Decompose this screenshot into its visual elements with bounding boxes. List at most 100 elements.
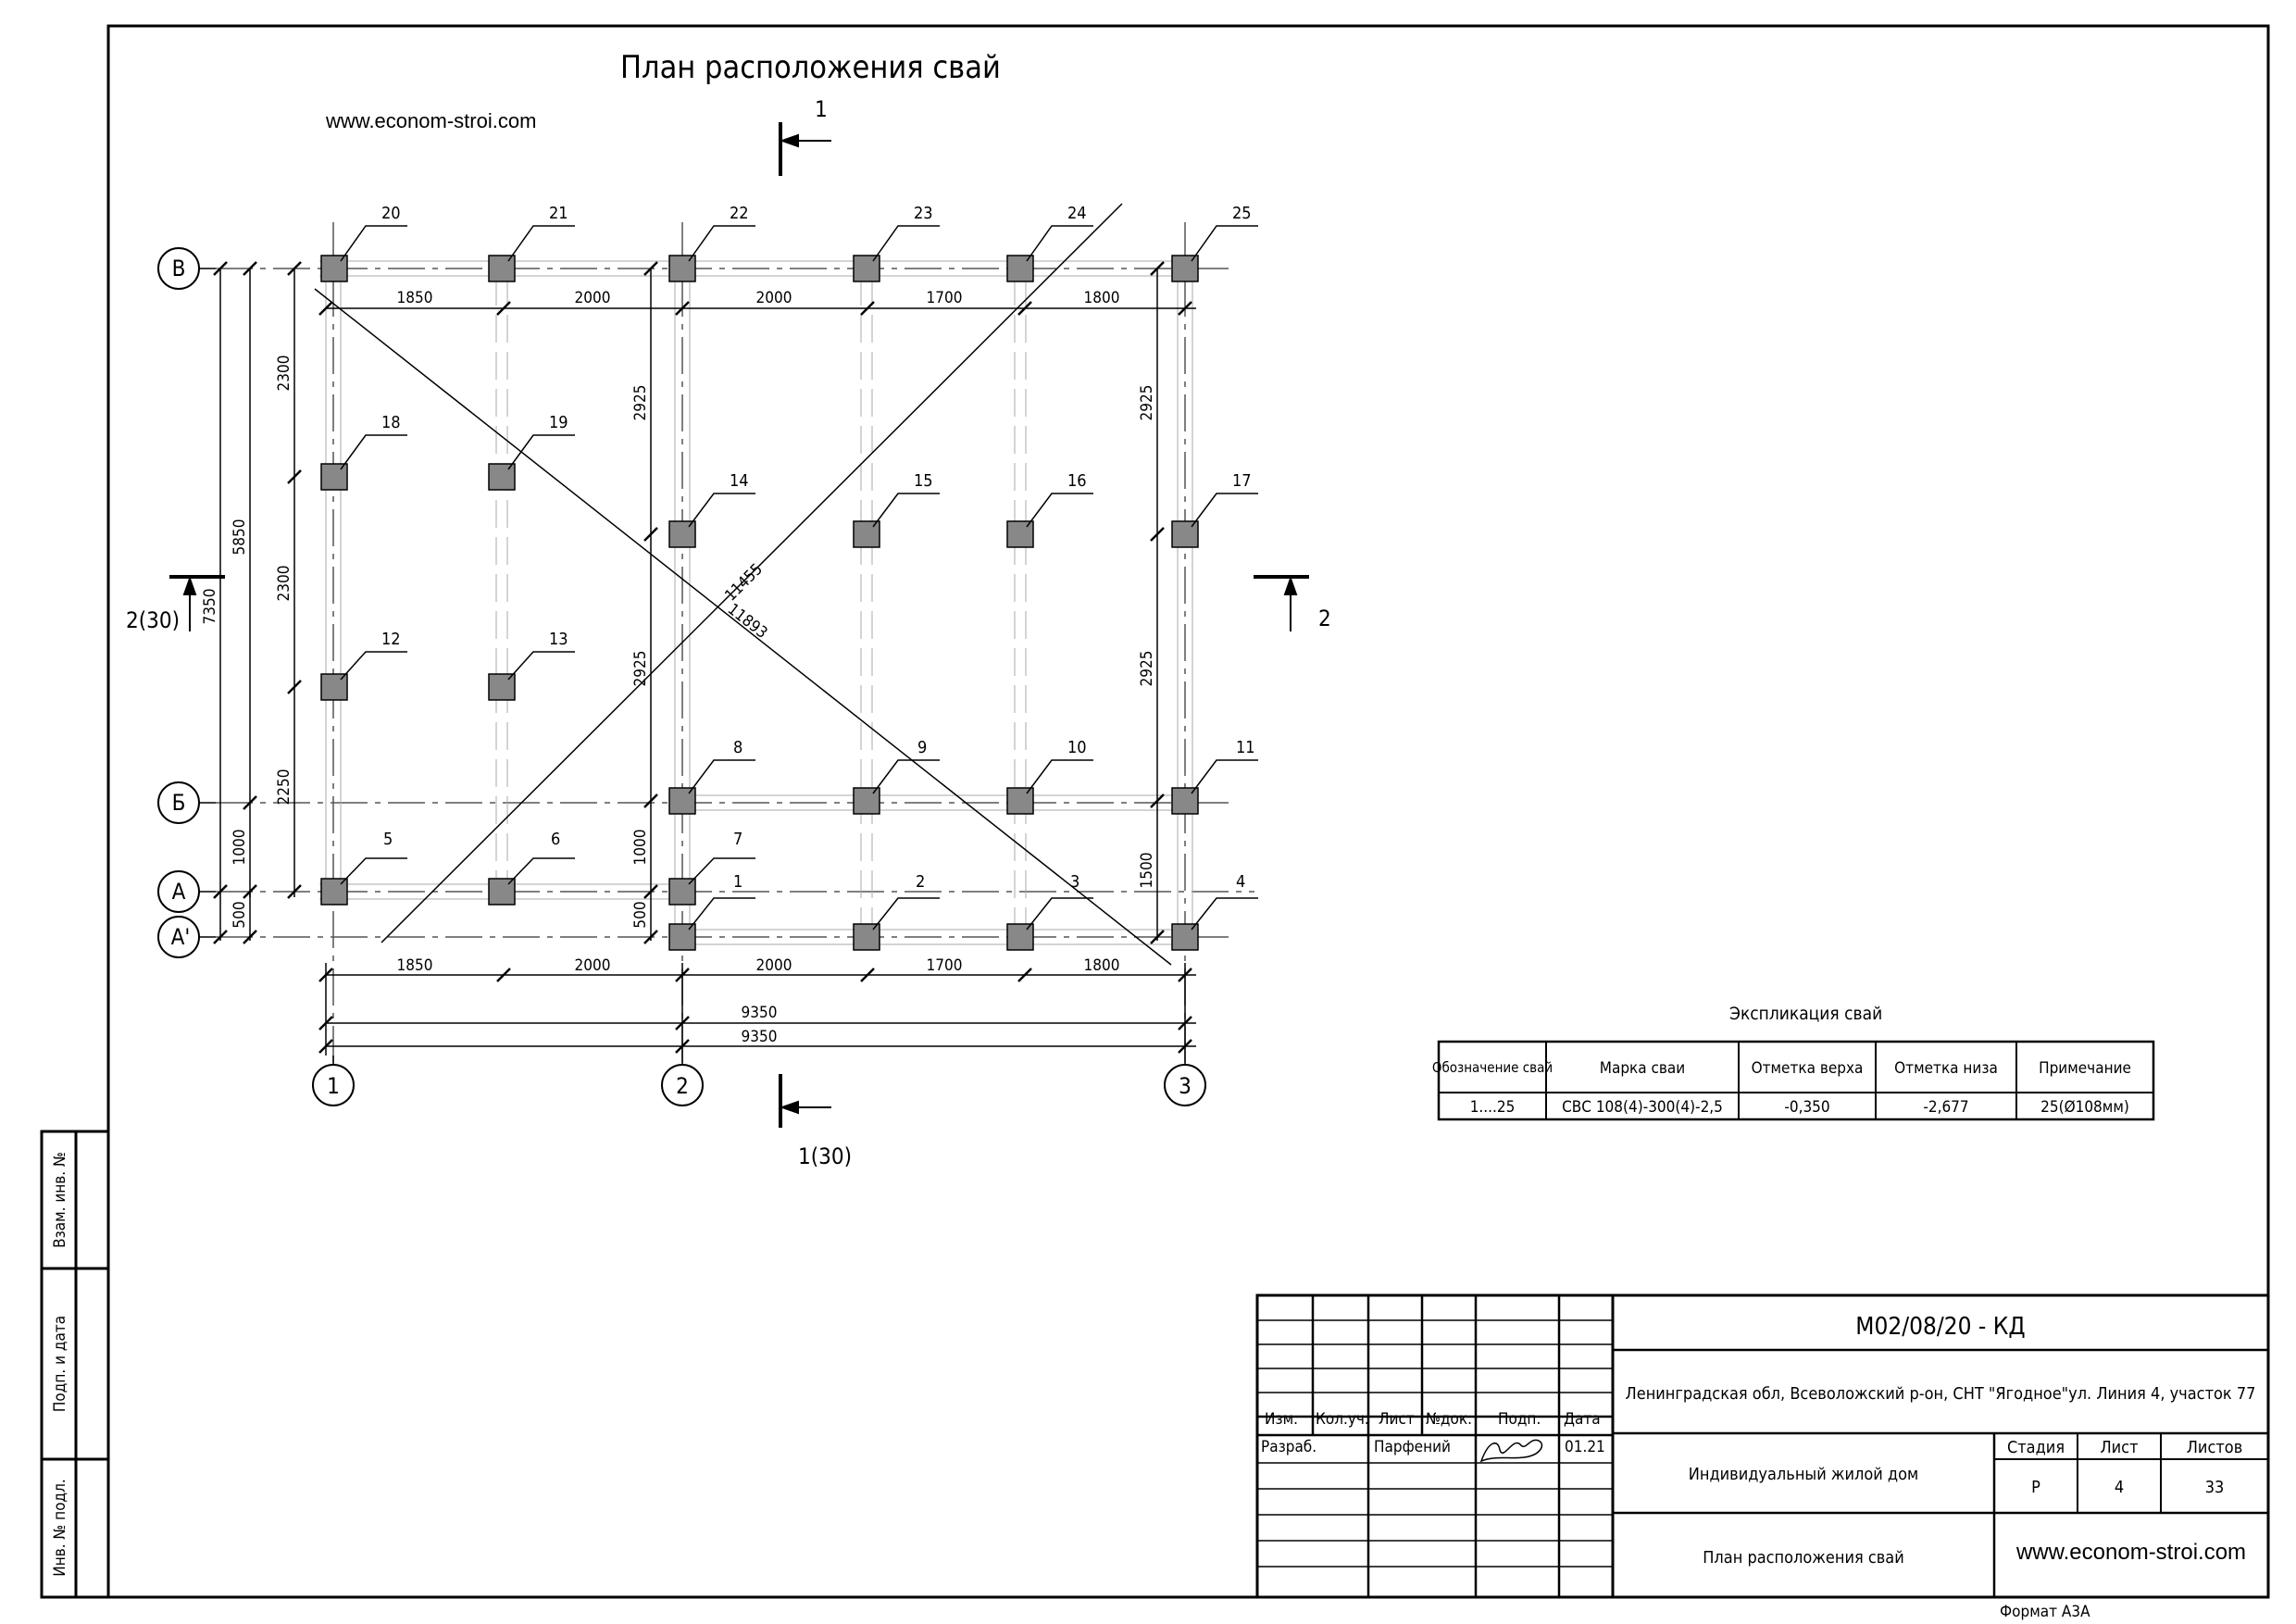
tb-header-count: Кол.уч.	[1316, 1410, 1369, 1429]
pile-label-8: 8	[733, 738, 742, 757]
explication-header-brand: Марка сваи	[1600, 1059, 1685, 1078]
dim-col3-2: 2925	[1138, 651, 1156, 687]
tb-header-sheet: Лист	[1379, 1410, 1415, 1429]
pile-21	[488, 255, 516, 282]
axis-letter-a-prime: А'	[171, 924, 191, 950]
pile-1	[668, 923, 696, 951]
pile-12	[320, 673, 348, 701]
pile-11	[1171, 787, 1199, 815]
section-arrows	[182, 133, 1298, 1115]
dim-bottom-3: 2000	[756, 956, 792, 975]
section-right-label: 2	[1318, 606, 1331, 631]
dim-left-inner-3: 2250	[275, 769, 293, 806]
pile-label-6: 6	[551, 830, 560, 849]
side-stamp	[40, 1130, 110, 1599]
tb-sheet-label: Лист	[2100, 1438, 2138, 1457]
explication-cell-designation: 1....25	[1470, 1098, 1516, 1117]
section-markers	[169, 122, 1309, 1128]
pile-7	[668, 878, 696, 906]
dim-left-mid: 5850	[231, 519, 249, 556]
pile-16	[1006, 520, 1034, 548]
tb-format: Формат А3А	[2000, 1603, 2090, 1621]
pile-leaders	[340, 225, 1258, 931]
tb-stage: Р	[2031, 1478, 2040, 1497]
sheet-frame	[106, 24, 2270, 1599]
axis-number-1: 1	[327, 1073, 340, 1099]
pile-label-12: 12	[381, 630, 401, 649]
dim-col3-1: 2925	[1138, 385, 1156, 421]
dimension-lines	[219, 269, 1196, 1056]
grid-lines	[216, 222, 1254, 1065]
dim-top-1: 1850	[397, 289, 433, 307]
explication-header-top: Отметка верха	[1752, 1059, 1864, 1078]
side-stamp-inv: Инв. № подл.	[51, 1479, 69, 1577]
dim-left-inner-1: 2300	[275, 356, 293, 392]
tb-sheets-label: Листов	[2187, 1438, 2243, 1457]
pile-18	[320, 463, 348, 491]
axis-number-3: 3	[1179, 1073, 1192, 1099]
tb-header-doc: №док.	[1426, 1410, 1472, 1429]
pile-2	[853, 923, 880, 951]
pile-label-23: 23	[914, 204, 933, 223]
pile-22	[668, 255, 696, 282]
explication-cell-brand: СВС 108(4)-300(4)-2,5	[1562, 1098, 1723, 1117]
dim-top-3: 2000	[756, 289, 792, 307]
tb-code: М02/08/20 - КД	[1855, 1313, 2025, 1341]
pile-label-19: 19	[549, 413, 568, 432]
dim-total-1: 9350	[742, 1004, 778, 1022]
tb-developer-label: Разраб.	[1261, 1438, 1316, 1456]
pile-label-24: 24	[1067, 204, 1087, 223]
pile-8	[668, 787, 696, 815]
pile-9	[853, 787, 880, 815]
pile-label-11: 11	[1236, 738, 1255, 757]
pile-label-21: 21	[549, 204, 568, 223]
diagonals	[314, 203, 1172, 966]
tb-developer-name: Парфений	[1374, 1438, 1451, 1456]
website-label-top: www.econom-stroi.com	[325, 109, 536, 132]
explication-cell-top: -0,350	[1784, 1098, 1829, 1117]
explication-header-bottom: Отметка низа	[1894, 1059, 1998, 1078]
tb-sheet: 4	[2115, 1478, 2124, 1497]
dim-top-4: 1700	[927, 289, 963, 307]
explication-table	[1437, 1040, 2155, 1121]
pile-label-10: 10	[1067, 738, 1087, 757]
dim-total-2: 9350	[742, 1028, 778, 1046]
dim-left-outer: 7350	[201, 589, 219, 625]
pile-15	[853, 520, 880, 548]
drawing-title: План расположения свай	[620, 49, 1001, 86]
diag-dim-2: 11893	[724, 600, 771, 643]
tb-header-change: Изм.	[1265, 1410, 1298, 1429]
pile-label-14: 14	[730, 471, 749, 491]
dim-top-2: 2000	[575, 289, 611, 307]
pile-label-5: 5	[383, 830, 393, 849]
pile-25	[1171, 255, 1199, 282]
pile-label-13: 13	[549, 630, 568, 649]
pile-label-9: 9	[917, 738, 927, 757]
pile-20	[320, 255, 348, 282]
pile-label-20: 20	[381, 204, 401, 223]
section-left-label: 2(30)	[126, 607, 180, 633]
explication-header-designation: Обозначение свай	[1432, 1059, 1553, 1076]
tb-header-date: Дата	[1564, 1410, 1601, 1429]
pile-19	[488, 463, 516, 491]
pile-label-25: 25	[1232, 204, 1252, 223]
pile-label-3: 3	[1070, 872, 1079, 892]
axis-letter-a: А	[172, 879, 186, 905]
explication-header-note: Примечание	[2039, 1059, 2131, 1078]
title-block	[1255, 1293, 2270, 1599]
axis-letter-v: В	[172, 256, 186, 281]
pile-label-17: 17	[1232, 471, 1252, 491]
pile-13	[488, 673, 516, 701]
pile-4	[1171, 923, 1199, 951]
dim-top-5: 1800	[1084, 289, 1120, 307]
dim-col3-3: 1500	[1138, 853, 1156, 889]
pile-24	[1006, 255, 1034, 282]
dim-bottom-5: 1800	[1084, 956, 1120, 975]
pile-label-15: 15	[914, 471, 933, 491]
tb-website: www.econom-stroi.com	[2015, 1540, 2246, 1565]
pile-10	[1006, 787, 1034, 815]
dim-left-ba: 1000	[231, 830, 249, 866]
tb-sheet-title: План расположения свай	[1703, 1548, 1904, 1568]
dim-bottom-4: 1700	[927, 956, 963, 975]
